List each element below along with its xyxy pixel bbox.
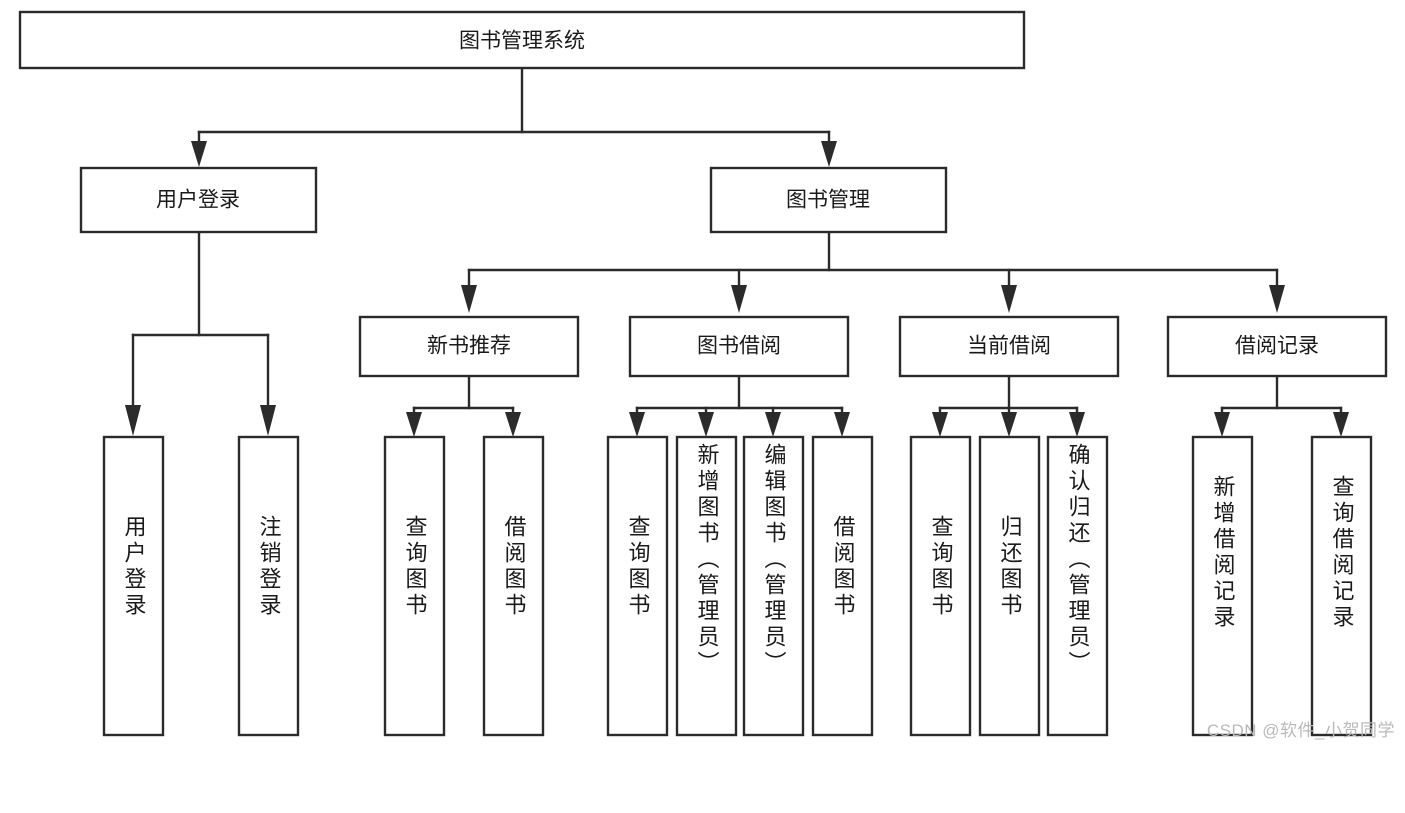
node-new-book-recommend-box[interactable] xyxy=(358,315,580,378)
arrowhead-bookmgmt xyxy=(821,141,837,167)
node-borrow-record-label: 借阅记录 xyxy=(1235,335,1319,358)
arrowhead-bookborrow xyxy=(731,285,747,313)
node-user-login[interactable]: 用户登录 xyxy=(79,166,318,234)
arrowhead-leaf-user-login-1 xyxy=(125,405,141,436)
node-new-book-recommend-label: 新书推荐 xyxy=(427,335,511,358)
arrowhead-leaf-bookborrow-3 xyxy=(765,412,781,437)
node-root-label: 图书管理系统 xyxy=(459,30,585,53)
node-book-management-label: 图书管理 xyxy=(786,189,870,212)
leaf-box-new-book-2[interactable] xyxy=(482,435,545,737)
node-borrow-record[interactable]: 借阅记录 xyxy=(1166,315,1388,378)
connector-group-userlogin xyxy=(125,230,276,436)
node-book-borrow-box[interactable] xyxy=(628,315,850,378)
node-current-borrow[interactable]: 当前借阅 xyxy=(898,315,1120,378)
arrowhead-leaf-currentborrow-1 xyxy=(932,412,948,437)
arrowhead-leaf-newbook-1 xyxy=(406,412,422,437)
leaf-box-book-borrow-2[interactable] xyxy=(675,435,738,737)
node-book-management[interactable]: 图书管理 xyxy=(709,166,948,234)
arrowhead-leaf-user-login-2 xyxy=(260,405,276,436)
leaf-box-user-login-2[interactable] xyxy=(237,435,300,737)
leaf-box-book-borrow-1[interactable] xyxy=(606,435,669,737)
arrowhead-currentborrow xyxy=(1001,285,1017,313)
leaf-box-current-borrow-1[interactable] xyxy=(909,435,972,737)
leaf-box-current-borrow-3[interactable] xyxy=(1046,435,1109,737)
leaf-boxes-current-borrow xyxy=(909,435,1109,737)
node-new-book-recommend[interactable]: 新书推荐 xyxy=(358,315,580,378)
leaf-box-user-login-1[interactable] xyxy=(102,435,165,737)
connector-group-root xyxy=(191,66,837,167)
diagram-svg: 图书管理系统 用户登录 图书管理 新书推荐 图书借阅 当前借阅 借阅记录 xyxy=(18,10,1388,737)
node-borrow-record-box[interactable] xyxy=(1166,315,1388,378)
arrowhead-newbook xyxy=(461,285,477,313)
leaf-boxes-new-book-recommend xyxy=(383,435,545,737)
leaf-boxes-user-login xyxy=(102,435,300,737)
node-current-borrow-label: 当前借阅 xyxy=(967,335,1051,358)
connector-group-borrowrecord xyxy=(1214,374,1349,437)
leaf-boxes-borrow-record xyxy=(1191,435,1373,737)
leaf-box-book-borrow-4[interactable] xyxy=(811,435,874,737)
leaf-box-borrow-record-2[interactable] xyxy=(1310,435,1373,737)
leaf-box-borrow-record-1[interactable] xyxy=(1191,435,1254,737)
arrowhead-leaf-currentborrow-3 xyxy=(1069,412,1085,437)
diagram-canvas: 图书管理系统 用户登录 图书管理 新书推荐 图书借阅 当前借阅 借阅记录 xyxy=(18,10,1395,740)
leaf-box-new-book-1[interactable] xyxy=(383,435,446,737)
arrowhead-leaf-currentborrow-2 xyxy=(1001,412,1017,437)
node-book-borrow[interactable]: 图书借阅 xyxy=(628,315,850,378)
watermark-text: CSDN @软件_小贺同学 xyxy=(1206,721,1395,740)
leaf-boxes-book-borrow xyxy=(606,435,874,737)
node-user-login-box[interactable] xyxy=(79,166,318,234)
arrowhead-leaf-bookborrow-4 xyxy=(834,412,850,437)
connector-group-bookborrow xyxy=(629,374,850,437)
arrowhead-leaf-borrowrecord-2 xyxy=(1333,412,1349,437)
node-book-borrow-label: 图书借阅 xyxy=(697,335,781,358)
arrowhead-leaf-bookborrow-1 xyxy=(629,412,645,437)
node-root[interactable]: 图书管理系统 xyxy=(18,10,1026,70)
connector-group-bookmgmt xyxy=(461,230,1285,313)
node-root-box[interactable] xyxy=(18,10,1026,70)
node-book-management-box[interactable] xyxy=(709,166,948,234)
leaf-box-current-borrow-2[interactable] xyxy=(978,435,1041,737)
arrowhead-borrowrecord xyxy=(1269,285,1285,313)
arrowhead-leaf-newbook-2 xyxy=(505,412,521,437)
arrowhead-leaf-bookborrow-2 xyxy=(698,412,714,437)
node-current-borrow-box[interactable] xyxy=(898,315,1120,378)
arrowhead-userlogin xyxy=(191,141,207,167)
connector-group-newbook xyxy=(406,374,521,437)
connector-group-currentborrow xyxy=(932,374,1085,437)
arrowhead-leaf-borrowrecord-1 xyxy=(1214,412,1230,437)
node-user-login-label: 用户登录 xyxy=(156,189,240,212)
leaf-box-book-borrow-3[interactable] xyxy=(742,435,805,737)
